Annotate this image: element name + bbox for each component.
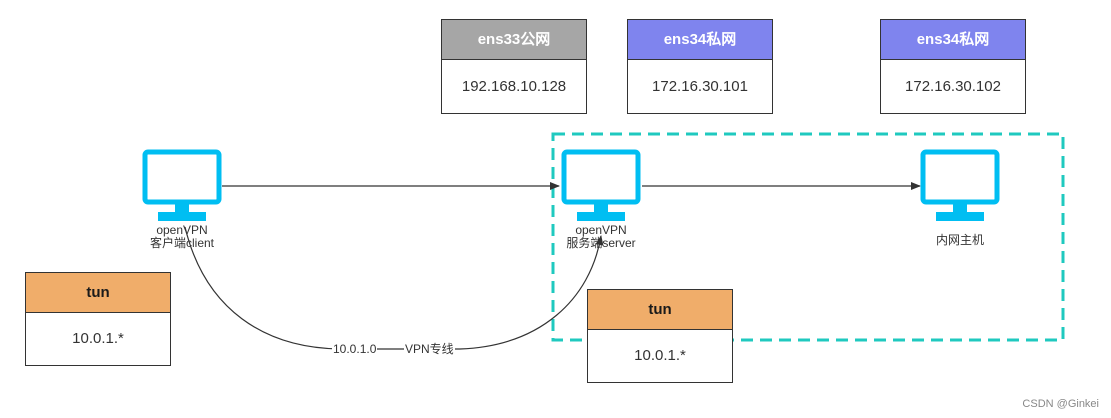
tunnel-vpn-label: VPN专线: [404, 342, 455, 356]
vpn-tunnel-curve: [184, 226, 604, 350]
tun-ip: 10.0.1.*: [634, 347, 686, 364]
host-label-line: 内网主机: [935, 233, 984, 247]
host-label-line: openVPN: [156, 223, 208, 237]
interface-ip: 192.168.10.128: [461, 78, 567, 95]
monitor-icon: [561, 149, 641, 221]
host-label-line: openVPN: [575, 223, 627, 237]
interface-box-ens33: ens33公网 192.168.10.128: [441, 19, 587, 114]
internal-host-label: 内网主机: [910, 234, 1010, 247]
tun-name: tun: [26, 273, 170, 313]
client-host-label: openVPN 客户端client: [132, 224, 232, 250]
interface-ip: 172.16.30.102: [905, 78, 1001, 95]
interface-ip: 172.16.30.101: [652, 78, 748, 95]
monitor-icon: [920, 149, 1000, 221]
tun-ip: 10.0.1.*: [72, 330, 124, 347]
interface-name: ens33公网: [442, 20, 586, 60]
monitor-icon: [142, 149, 222, 221]
host-label-line: 服务端server: [566, 236, 636, 250]
private-network-area: [551, 132, 1065, 342]
server-host-label: openVPN 服务端server: [551, 224, 651, 250]
interface-name: ens34私网: [628, 20, 772, 60]
tun-box-client: tun 10.0.1.*: [25, 272, 171, 366]
tun-box-server: tun 10.0.1.*: [587, 289, 733, 383]
interface-box-ens34-internal: ens34私网 172.16.30.102: [880, 19, 1026, 114]
tunnel-subnet-label: 10.0.1.0: [332, 342, 378, 356]
watermark: CSDN @Ginkei: [1022, 398, 1099, 410]
host-label-line: 客户端client: [149, 236, 214, 250]
interface-box-ens34-server: ens34私网 172.16.30.101: [627, 19, 773, 114]
tun-name: tun: [588, 290, 732, 330]
interface-name: ens34私网: [881, 20, 1025, 60]
